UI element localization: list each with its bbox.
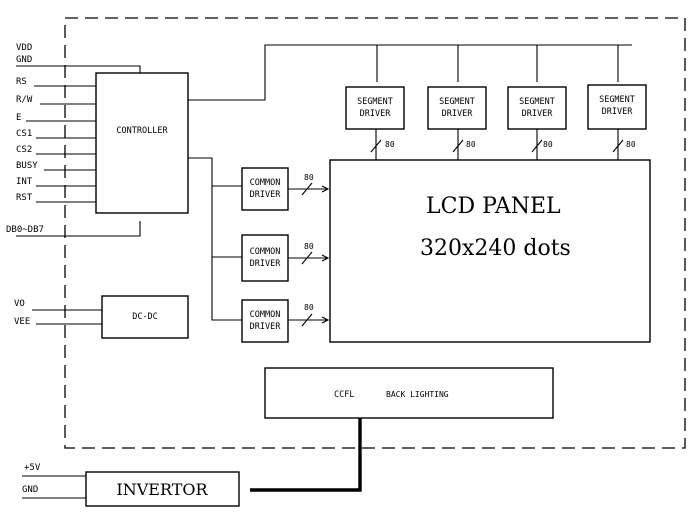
pin-data-bus-label: DB0~DB7 bbox=[6, 225, 44, 235]
pin-label: INT bbox=[16, 177, 33, 187]
common-bus-width: 80 bbox=[304, 242, 314, 251]
common-bus-width: 80 bbox=[304, 303, 314, 312]
dcdc-block bbox=[101, 295, 189, 339]
pin-label: E bbox=[16, 113, 21, 123]
lcd-panel-block bbox=[329, 159, 651, 343]
segment-driver: SEGMENT DRIVER bbox=[587, 84, 647, 130]
dcdc-label: DC-DC bbox=[132, 312, 158, 322]
common-driver: COMMON DRIVER bbox=[241, 167, 289, 211]
pin-vo-label: VO bbox=[14, 299, 25, 309]
segment-driver: SEGMENT DRIVER bbox=[427, 86, 487, 130]
data-bus-line bbox=[16, 221, 141, 237]
pin-vdd-label: VDD bbox=[16, 43, 32, 53]
segment-driver: SEGMENT DRIVER bbox=[345, 86, 405, 130]
pin-label: BUSY bbox=[16, 161, 38, 171]
control-pin-wires bbox=[26, 85, 96, 203]
segment-driver-label: DRIVER bbox=[442, 109, 474, 119]
segment-driver-label: DRIVER bbox=[602, 107, 634, 117]
common-driver-label: COMMON bbox=[250, 247, 281, 257]
common-driver-label: COMMON bbox=[250, 178, 281, 188]
inverter-5v-label: +5V bbox=[24, 463, 41, 473]
common-bus-line bbox=[188, 157, 242, 321]
lcd-panel-resolution: 320x240 dots bbox=[420, 236, 571, 261]
pin-label: CS2 bbox=[16, 145, 32, 155]
common-driver: COMMON DRIVER bbox=[241, 299, 289, 343]
controller-block bbox=[95, 72, 189, 214]
module-outline bbox=[64, 17, 686, 449]
power-line-controller bbox=[16, 65, 141, 73]
inverter-block bbox=[85, 471, 240, 507]
segment-bus-width: 80 bbox=[543, 140, 553, 149]
segment-output-buses bbox=[370, 129, 624, 160]
segment-driver-label: DRIVER bbox=[360, 109, 392, 119]
segment-driver-label: SEGMENT bbox=[439, 97, 475, 107]
segment-driver-label: SEGMENT bbox=[519, 97, 555, 107]
lcd-panel-title: LCD PANEL bbox=[426, 194, 561, 219]
segment-bus-line bbox=[188, 44, 632, 101]
pin-vee-label: VEE bbox=[14, 317, 30, 327]
pin-label: RS bbox=[16, 77, 27, 87]
ccfl-label: CCFL bbox=[334, 390, 354, 400]
common-output-buses bbox=[288, 182, 330, 327]
segment-bus-width: 80 bbox=[385, 140, 395, 149]
common-driver: COMMON DRIVER bbox=[241, 234, 289, 282]
backlight-label: BACK LIGHTING bbox=[386, 390, 449, 399]
inverter-gnd-label: GND bbox=[22, 485, 38, 495]
backlight-block bbox=[264, 367, 554, 419]
inverter-label: INVERTOR bbox=[116, 480, 208, 499]
control-pins: RS R/W E CS1 CS2 BUSY INT RST bbox=[16, 77, 38, 203]
inverter-backlight-cable bbox=[250, 418, 362, 492]
segment-driver-label: DRIVER bbox=[522, 109, 554, 119]
segment-driver: SEGMENT DRIVER bbox=[507, 86, 567, 130]
pin-label: RST bbox=[16, 193, 33, 203]
segment-bus-width: 80 bbox=[626, 140, 636, 149]
segment-driver-label: SEGMENT bbox=[599, 95, 635, 105]
pin-label: CS1 bbox=[16, 129, 32, 139]
pin-gnd-label: GND bbox=[16, 55, 32, 65]
common-bus-width: 80 bbox=[304, 173, 314, 182]
common-driver-label: COMMON bbox=[250, 310, 281, 320]
segment-driver-label: SEGMENT bbox=[357, 97, 393, 107]
common-driver-label: DRIVER bbox=[250, 190, 282, 200]
segment-bus-width: 80 bbox=[466, 140, 476, 149]
common-driver-label: DRIVER bbox=[250, 259, 282, 269]
common-driver-label: DRIVER bbox=[250, 322, 282, 332]
pin-label: R/W bbox=[16, 95, 33, 105]
controller-label: CONTROLLER bbox=[116, 126, 168, 136]
